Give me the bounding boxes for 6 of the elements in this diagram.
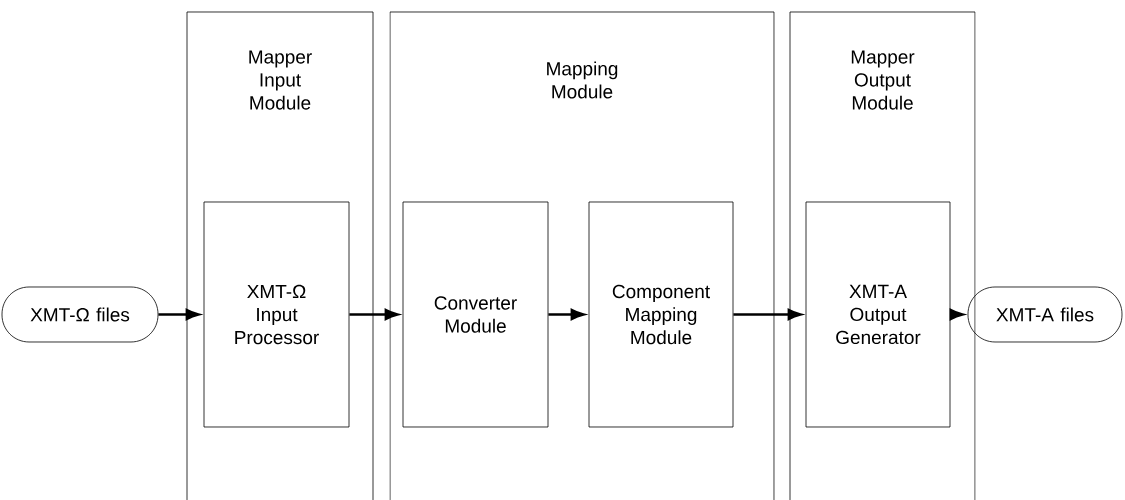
process-box: Converter Module: [402, 201, 549, 428]
file-terminal: XMT-A files: [967, 286, 1123, 343]
file-terminal: XMT-Ω files: [1, 286, 159, 343]
process-box: Component Mapping Module: [588, 201, 734, 428]
process-box: XMT-Ω Input Processor: [203, 201, 350, 428]
process-box: XMT-A Output Generator: [805, 201, 951, 428]
